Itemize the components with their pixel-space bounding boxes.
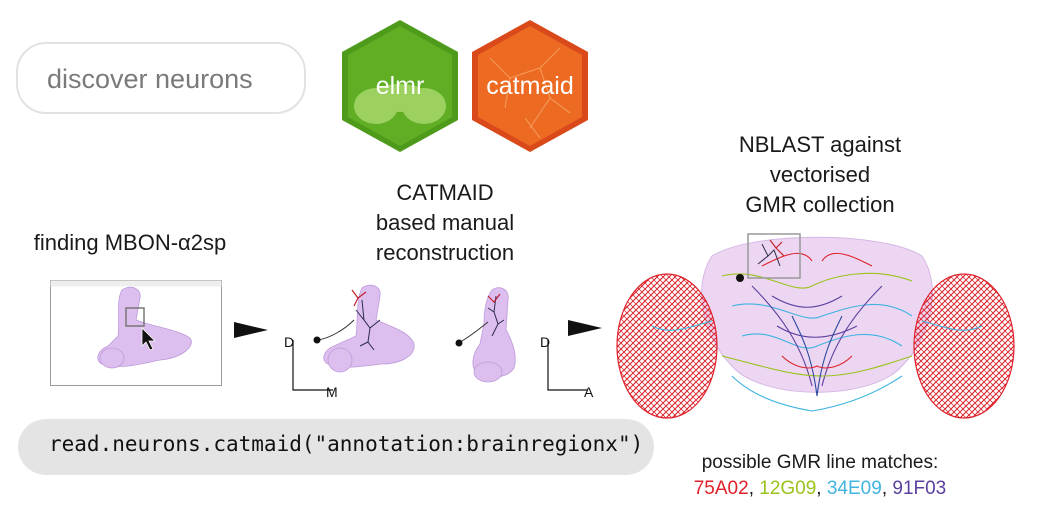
finding-caption: finding MBON-α2sp <box>33 230 227 255</box>
reconstruction-frontal-view <box>313 284 415 373</box>
match-34e09: 34E09 <box>826 478 882 499</box>
elmr-label: elmr <box>375 72 425 100</box>
arrow-right-icon <box>568 320 602 336</box>
nblast-caption: NBLAST against vectorised GMR collection <box>738 132 902 217</box>
axis-label-a: A <box>584 384 594 400</box>
search-screenshot-thumbnail <box>50 280 222 386</box>
catmaid-label: catmaid <box>486 72 574 100</box>
axis-label-m: M <box>326 384 338 400</box>
matches-list: 75A02, 12G09, 34E09, 91F03 <box>693 478 947 499</box>
code-snippet: read.neurons.catmaid("annotation:brainre… <box>18 419 654 475</box>
cursor-icon <box>141 327 156 351</box>
selection-box <box>125 307 145 327</box>
elmr-hex-logo <box>342 20 458 152</box>
catmaid-hex-logo <box>472 20 588 152</box>
axis-indicator-dm <box>292 340 333 391</box>
axis-label-d2: D <box>540 334 551 350</box>
match-91f03: 91F03 <box>892 478 947 499</box>
arrow-right-icon <box>234 322 268 338</box>
highlight-box <box>747 233 801 279</box>
code-text: read.neurons.catmaid("annotation:brainre… <box>49 432 644 456</box>
match-12g09: 12G09 <box>759 478 817 499</box>
reconstruction-lateral-view <box>455 287 516 383</box>
axis-indicator-da <box>547 340 588 391</box>
matches-title: possible GMR line matches: <box>701 452 939 473</box>
nblast-brain-figure <box>616 233 1015 419</box>
search-placeholder: discover neurons <box>47 64 253 94</box>
axis-label-d1: D <box>284 334 295 350</box>
search-field[interactable]: discover neurons <box>16 42 306 114</box>
match-75a02: 75A02 <box>693 478 749 499</box>
catmaid-caption: CATMAID based manual reconstruction <box>375 180 515 265</box>
